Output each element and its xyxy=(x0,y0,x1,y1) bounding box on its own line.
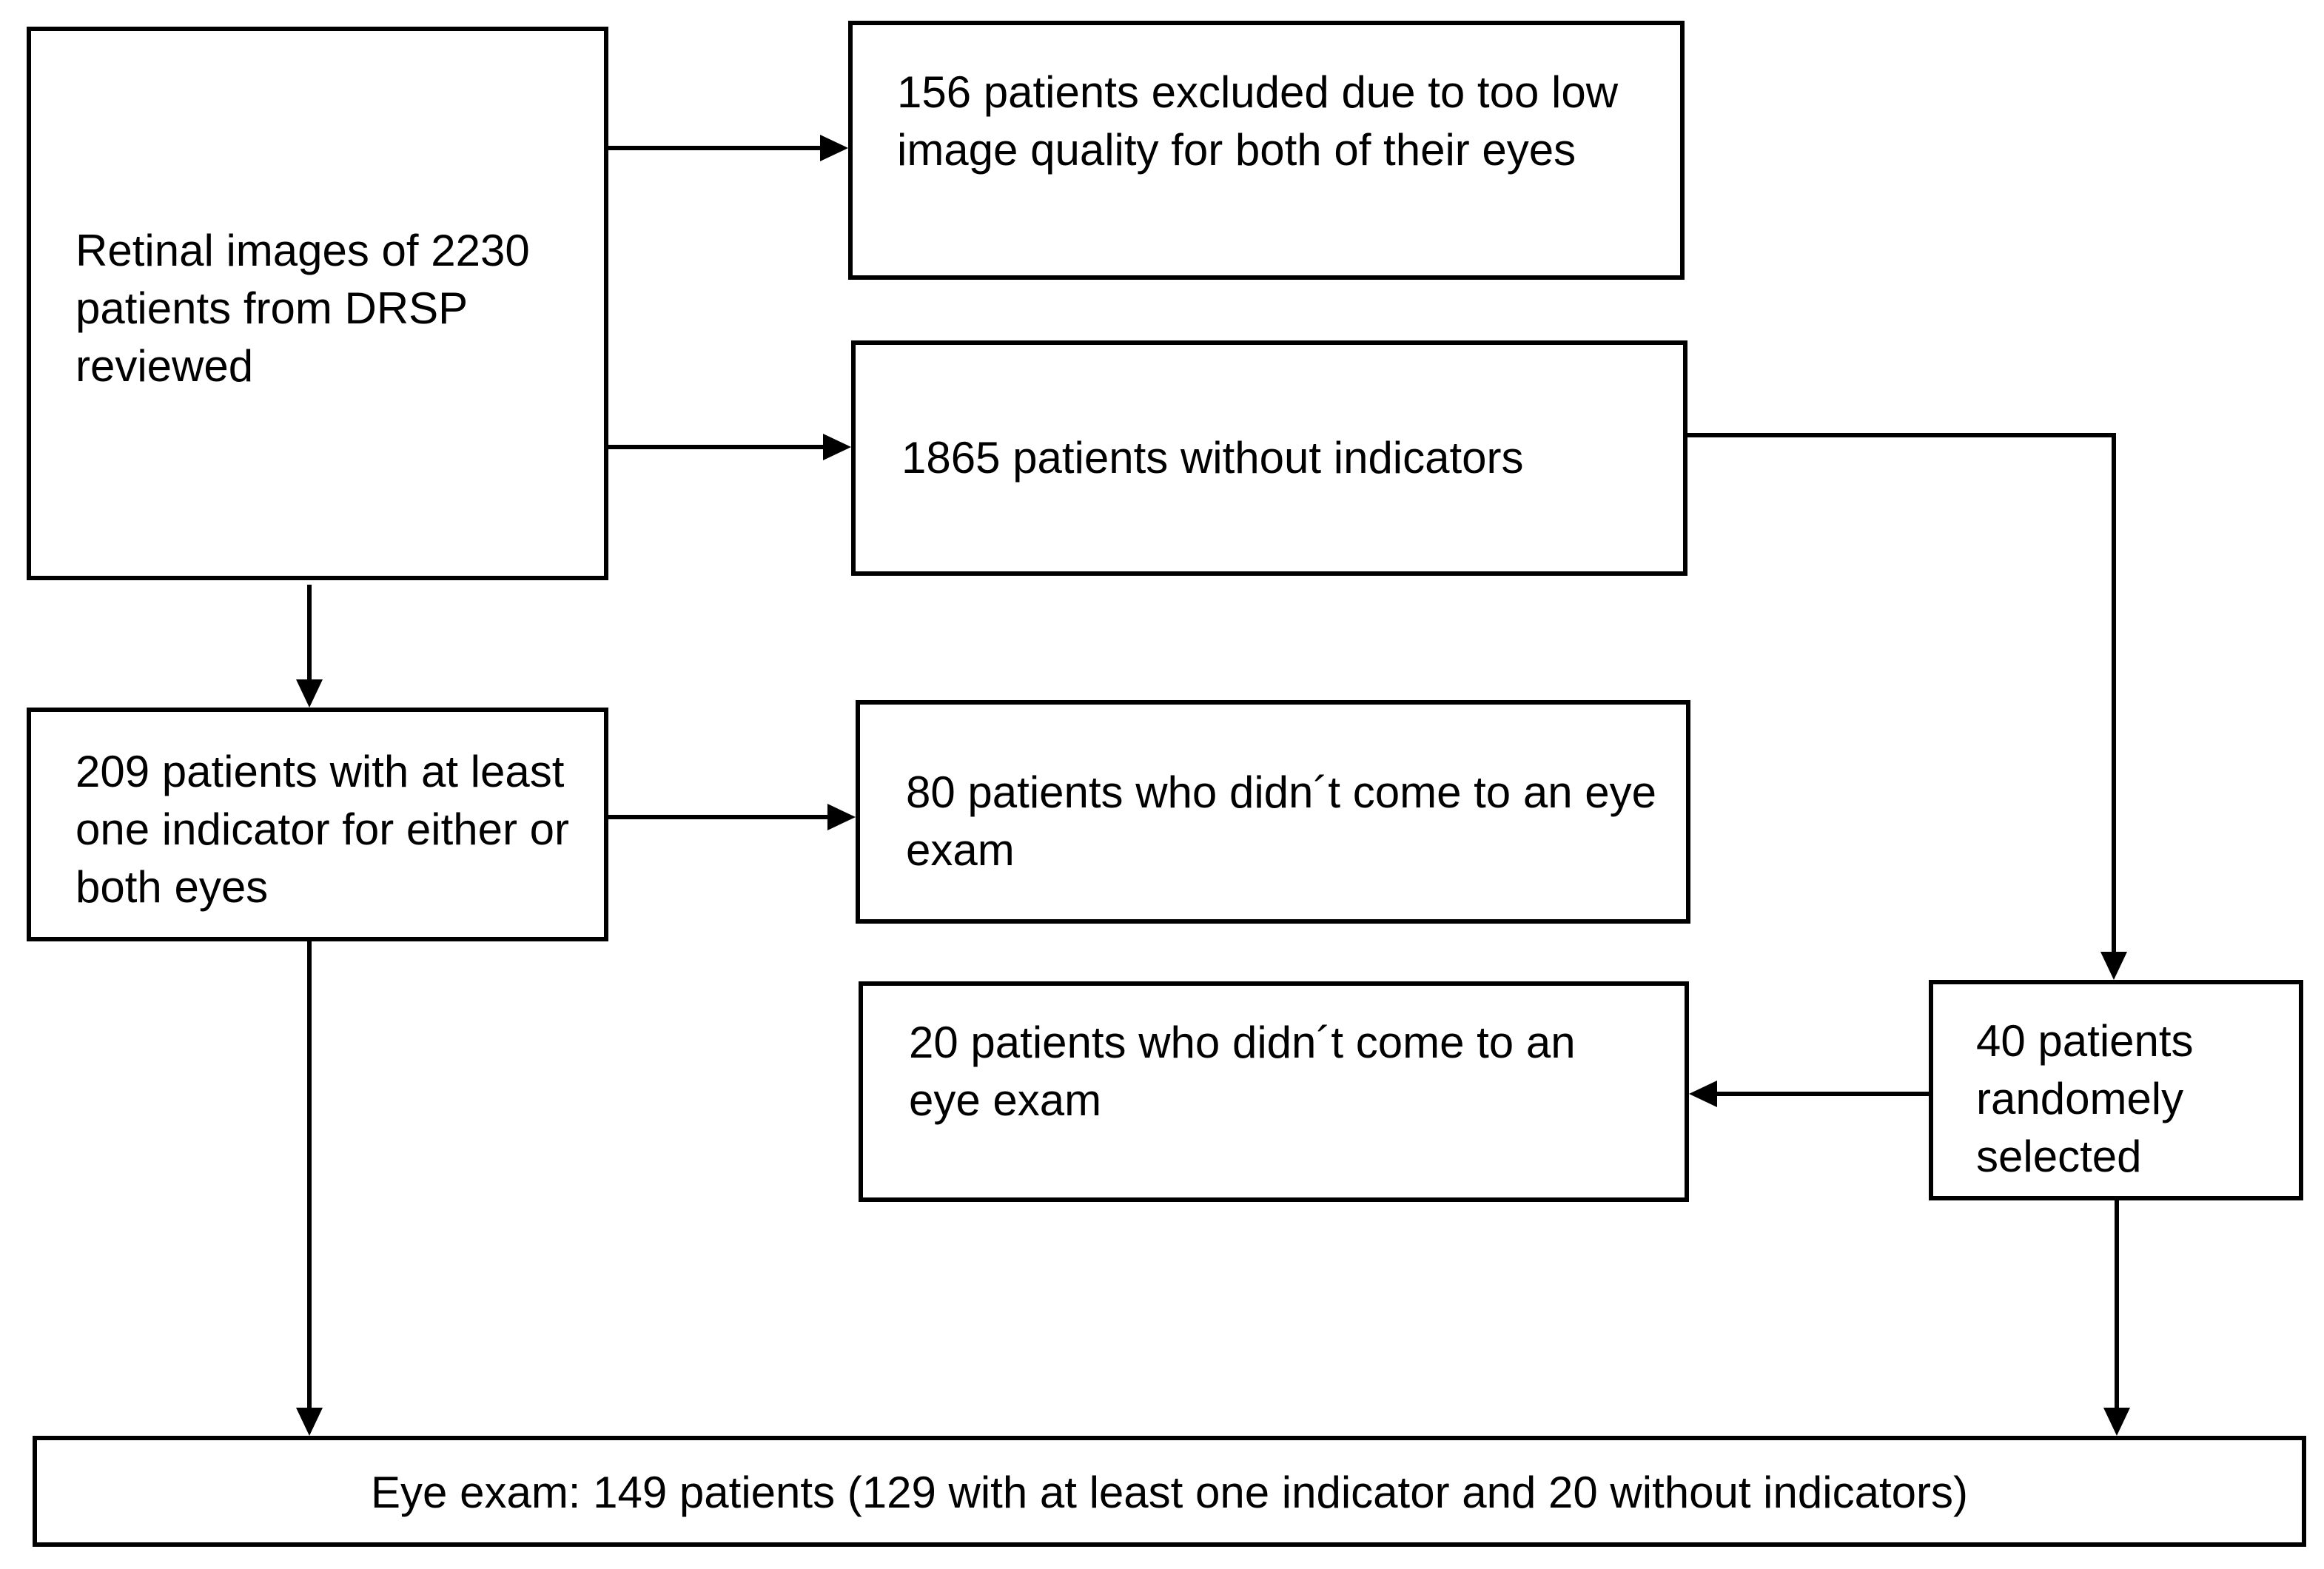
arrowhead-exam-right xyxy=(2103,1408,2130,1436)
without-indicators-text: 1865 patients without indicators xyxy=(901,433,1524,483)
arrowhead-40 xyxy=(2100,952,2127,980)
random-40-box: 40 patients randomely selected xyxy=(1929,980,2303,1200)
without-indicators-box: 1865 patients without indicators xyxy=(851,340,1687,576)
arrowhead-20 xyxy=(1689,1081,1717,1107)
arrow-without-to-40 xyxy=(1687,433,2116,953)
retinal-images-text: Retinal images of 2230 patients from DRS… xyxy=(75,226,530,391)
arrowhead-with xyxy=(296,679,323,708)
no-exam-20-box: 20 patients who didn´t come to an eye ex… xyxy=(859,981,1689,1202)
no-exam-80-text: 80 patients who didn´t come to an eye ex… xyxy=(906,767,1656,875)
excluded-patients-text: 156 patients excluded due to too low ima… xyxy=(897,67,1619,175)
excluded-patients-box: 156 patients excluded due to too low ima… xyxy=(848,21,1685,280)
eye-exam-text: Eye exam: 149 patients (129 with at leas… xyxy=(371,1468,1968,1517)
arrowhead-80 xyxy=(827,804,856,830)
random-40-text: 40 patients randomely selected xyxy=(1976,1016,2194,1181)
arrowhead-excluded xyxy=(820,135,848,161)
no-exam-80-box: 80 patients who didn´t come to an eye ex… xyxy=(856,700,1690,924)
arrowhead-without xyxy=(823,434,851,460)
retinal-images-box: Retinal images of 2230 patients from DRS… xyxy=(27,27,608,580)
arrowhead-exam-left xyxy=(296,1408,323,1436)
with-indicator-box: 209 patients with at least one indicator… xyxy=(27,708,608,941)
no-exam-20-text: 20 patients who didn´t come to an eye ex… xyxy=(909,1018,1576,1125)
with-indicator-text: 209 patients with at least one indicator… xyxy=(75,747,570,912)
eye-exam-box: Eye exam: 149 patients (129 with at leas… xyxy=(33,1436,2306,1547)
